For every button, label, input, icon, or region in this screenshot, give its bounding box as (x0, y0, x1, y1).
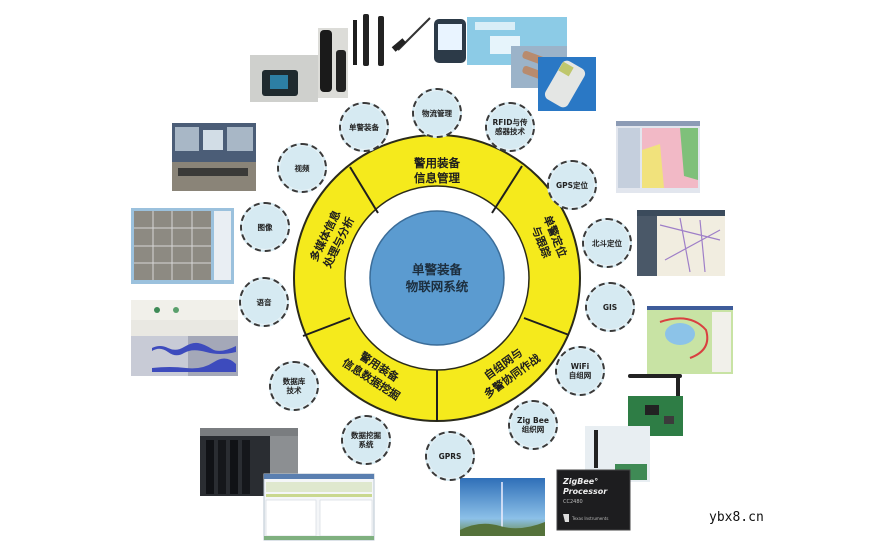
node-video: 视频 (277, 143, 327, 193)
audio-editor-screenshot (131, 300, 238, 376)
node-label: 北斗定位 (592, 238, 622, 248)
center-circle (369, 210, 505, 346)
node-gprs: GPRS (425, 431, 475, 481)
node-logistics-management: 物流管理 (412, 88, 462, 138)
node-beidou: 北斗定位 (582, 218, 632, 268)
pda-rfid-photo (434, 17, 596, 111)
svg-text:ZigBee°: ZigBee° (562, 477, 598, 486)
node-gps: GPS定位 (547, 160, 597, 210)
node-wifi: WiFi 自组网 (555, 346, 605, 396)
node-label: 数据挖掘 系统 (351, 431, 381, 449)
node-zigbee: Zig Bee 组织网 (508, 400, 558, 450)
node-label: GIS (602, 302, 618, 312)
node-label: 语音 (256, 297, 272, 307)
beidou-map-screenshot (637, 210, 725, 276)
watermark: ybx8.cn (709, 510, 764, 525)
node-label: Zig Bee 组织网 (517, 416, 549, 434)
svg-text:Processor: Processor (563, 487, 608, 496)
segment-top-line2: 信息管理 (414, 171, 460, 185)
server-room-photo (200, 428, 298, 496)
node-rfid-sensor: RFID与传 感器技术 (485, 102, 535, 152)
gprs-tower-photo (460, 478, 545, 536)
node-label: 物流管理 (422, 108, 452, 118)
cctv-grid-screenshot (131, 208, 234, 284)
video-wall-photo (172, 123, 256, 191)
node-label: 单警装备 (349, 122, 379, 132)
svg-text:CC2480: CC2480 (563, 499, 583, 505)
node-label: GPRS (438, 451, 462, 461)
node-label: GPS定位 (555, 180, 589, 190)
svg-text:Texas Instruments: Texas Instruments (571, 516, 608, 521)
node-image: 图像 (240, 202, 290, 252)
node-label: 图像 (257, 222, 273, 232)
node-gis: GIS (585, 282, 635, 332)
node-label: 视频 (294, 163, 310, 173)
center-label: 单警装备 物联网系统 (405, 262, 469, 294)
node-voice: 语音 (239, 277, 289, 327)
gis-map-screenshot (647, 306, 733, 374)
node-label: 数据库 技术 (282, 377, 306, 395)
node-data-mining: 数据挖掘 系统 (341, 415, 391, 465)
zigbee-processor-chip: ZigBee° Processor CC2480 Texas Instrumen… (556, 469, 631, 531)
node-label: WiFi 自组网 (568, 362, 592, 380)
data-mining-screenshot (263, 473, 375, 541)
node-database: 数据库 技术 (269, 361, 319, 411)
segment-top-line1: 警用装备 (413, 156, 460, 170)
police-equipment-photo (250, 14, 431, 102)
node-police-equipment: 单警装备 (339, 102, 389, 152)
node-label: RFID与传 感器技术 (492, 118, 528, 136)
gps-map-screenshot (616, 121, 700, 193)
